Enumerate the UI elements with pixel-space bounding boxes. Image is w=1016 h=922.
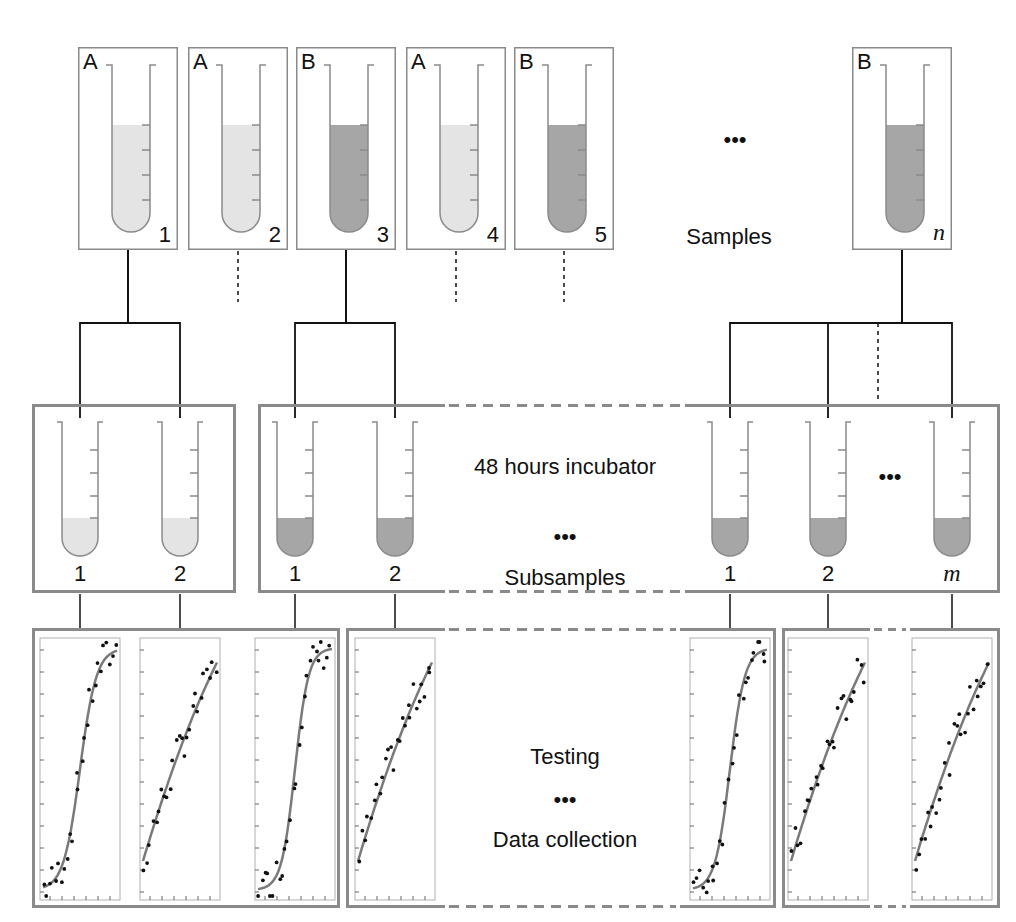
growth-plot <box>40 638 120 900</box>
split-line <box>295 250 346 418</box>
test-tube <box>805 422 851 556</box>
scatter-plots <box>40 638 992 900</box>
row-label: Samples <box>686 224 772 249</box>
subsample-number: 2 <box>174 561 186 586</box>
test-tube <box>707 422 753 556</box>
subsample-number: 2 <box>822 561 834 586</box>
subsample-tube: 1 <box>700 418 760 588</box>
ellipsis: ••• <box>723 127 746 152</box>
sample-group-letter: B <box>519 49 534 74</box>
test-tube <box>880 65 930 232</box>
group-box: 48 hours incubator ••• Subsamples ••• 1 2 1 2 m <box>258 404 1000 593</box>
test-tube <box>929 422 975 556</box>
group-outline <box>348 630 775 907</box>
node-outline <box>78 47 178 250</box>
node-outline <box>406 47 506 250</box>
test-tube <box>434 65 484 232</box>
test-tube <box>542 65 592 232</box>
sample-number: 2 <box>269 222 281 247</box>
sample-number: 5 <box>595 222 607 247</box>
plot-leads <box>80 594 952 628</box>
test-tube <box>157 422 203 556</box>
growth-plot <box>690 638 770 900</box>
growth-plot <box>355 638 435 900</box>
split-line <box>828 250 902 418</box>
sample-number: 1 <box>159 222 171 247</box>
sample-box: A2 <box>188 47 288 250</box>
split-line <box>346 250 395 418</box>
node-outline <box>514 47 614 250</box>
sample-number: 3 <box>377 222 389 247</box>
subsample-number: 2 <box>389 561 401 586</box>
sample-box: A4 <box>406 47 506 250</box>
dashed-stubs <box>238 251 878 403</box>
sample-number: n <box>933 219 945 247</box>
group-box: Testing ••• Data collection <box>346 628 776 908</box>
subsample-tube: 2 <box>365 418 425 588</box>
subsample-number: 1 <box>74 561 86 586</box>
group-box: 12 <box>32 404 236 593</box>
growth-plot <box>788 638 868 900</box>
node-outline <box>296 47 396 250</box>
split-line <box>80 250 128 418</box>
sample-group-letter: A <box>411 49 426 74</box>
split-line <box>128 250 180 418</box>
sample-box: A1 <box>78 47 178 250</box>
subsample-tube: 2 <box>798 418 858 588</box>
subsample-number: 1 <box>724 561 736 586</box>
subsample-number: 1 <box>289 561 301 586</box>
test-tube <box>106 65 156 232</box>
subsample-tube: 1 <box>265 418 325 588</box>
plot-groups <box>34 630 999 907</box>
sample-box: Bn <box>852 47 952 250</box>
sample-box: B3 <box>296 47 396 250</box>
sample-group-letter: A <box>193 49 208 74</box>
group-label: Data collection <box>493 827 637 852</box>
sample-group-letter: B <box>857 49 872 74</box>
test-tube <box>324 65 374 232</box>
test-tube <box>272 422 318 556</box>
test-tube <box>57 422 103 556</box>
group-outline <box>34 406 235 592</box>
sample-group-letter: A <box>83 49 98 74</box>
sample-number: 4 <box>487 222 499 247</box>
node-outline <box>258 404 1000 593</box>
split-line <box>730 250 902 418</box>
subsample-tube: 1 <box>50 418 110 588</box>
subsample-tube: 2 <box>150 418 210 588</box>
group-outline <box>260 406 999 592</box>
split-line <box>902 250 952 418</box>
group-label: 48 hours incubator <box>474 454 656 479</box>
growth-plot <box>255 638 335 900</box>
growth-plot <box>912 638 992 900</box>
sample-group-letter: B <box>301 49 316 74</box>
node-outline <box>188 47 288 250</box>
group-label: Subsamples <box>504 565 625 590</box>
group-label: Testing <box>530 744 600 769</box>
ellipsis: ••• <box>553 524 576 549</box>
ellipsis: ••• <box>878 464 901 489</box>
test-tube <box>372 422 418 556</box>
ellipsis: ••• <box>553 787 576 812</box>
sample-box: B5 <box>514 47 614 250</box>
subsample-number: m <box>943 560 960 588</box>
subsample-tube: m <box>922 418 982 588</box>
test-tube <box>216 65 266 232</box>
growth-plot <box>140 638 220 900</box>
